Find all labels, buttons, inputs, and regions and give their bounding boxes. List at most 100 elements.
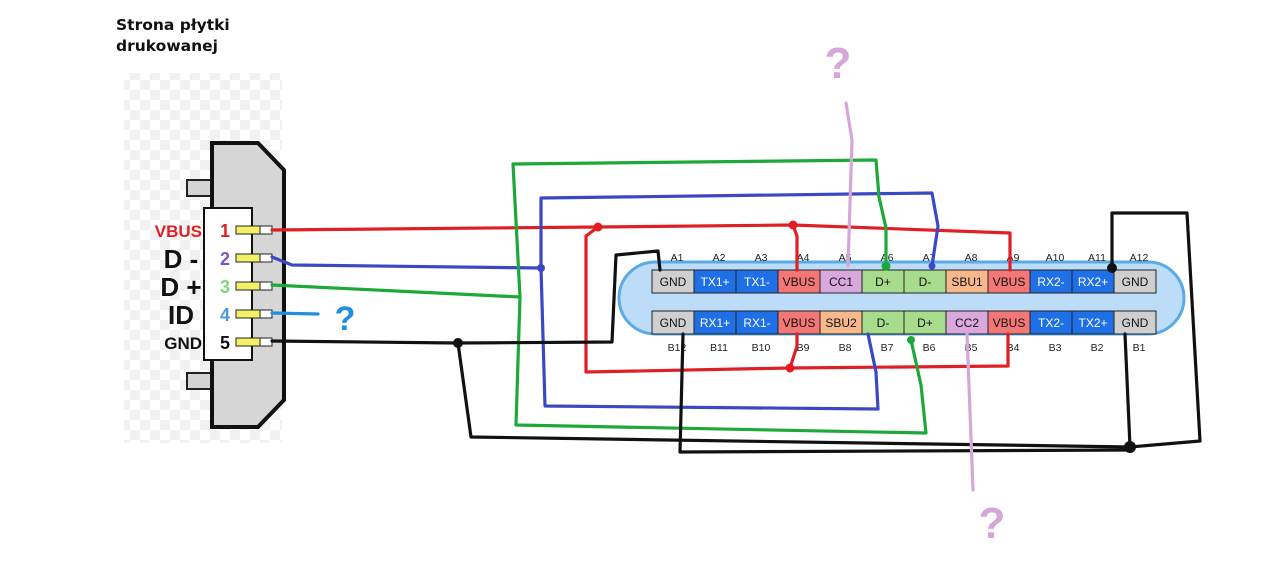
micro-usb-pin-tip	[259, 337, 273, 347]
wire-vbus-to-a9	[791, 223, 1012, 272]
usbc-pin-label: D+	[875, 275, 891, 289]
wire-id-stub	[270, 311, 320, 316]
micro-usb-pin-name: GND	[164, 334, 202, 353]
micro-usb-pin	[235, 281, 261, 291]
micro-usb-pin-name: ID	[168, 300, 194, 330]
junction-dot	[1107, 263, 1117, 273]
wire-dplus-to-b6	[514, 295, 928, 435]
micro-usb-connector	[186, 141, 286, 429]
usbc-pin-number: B7	[881, 342, 894, 354]
micro-usb-pin-tip	[259, 281, 273, 291]
usbc-pin-number: A11	[1088, 252, 1106, 264]
micro-usb-pin	[235, 253, 261, 263]
caption-line-1: Strona płytki	[116, 16, 230, 34]
usbc-pin-label: TX2+	[1078, 316, 1107, 330]
caption-line-2: drukowanej	[116, 37, 218, 55]
wire-dplus-to-a6	[511, 158, 888, 299]
micro-usb-pin-number: 1	[220, 221, 230, 241]
usbc-pin-number: A3	[755, 252, 768, 264]
micro-usb-tab-bottom	[186, 372, 212, 390]
wire-gnd-bottom-run	[456, 341, 1132, 449]
id-question-mark: ?	[335, 300, 356, 338]
diagram-caption: Strona płytki drukowanej	[116, 15, 230, 57]
usbc-pin-label: TX1+	[700, 275, 729, 289]
micro-usb-pin	[235, 337, 261, 347]
usbc-pin-number: A12	[1130, 252, 1149, 264]
wire-gnd-to-b12	[678, 332, 1131, 454]
wire-dplus-micro	[270, 283, 522, 299]
micro-usb-pin-tip	[259, 253, 273, 263]
usbc-pin-cell	[1113, 269, 1157, 294]
usbc-pin-label: CC1	[829, 275, 853, 289]
usbc-pin-label: D-	[877, 316, 890, 330]
usbc-pin-label: GND	[660, 275, 687, 289]
micro-usb-pin-name: VBUS	[155, 222, 202, 241]
usbc-pin-label: D-	[919, 275, 932, 289]
micro-usb-pin-name: D +	[160, 272, 201, 302]
usbc-pin-label: CC2	[955, 316, 979, 330]
usbc-pin-cell	[1113, 310, 1157, 335]
usbc-pin-number: B9	[797, 342, 810, 354]
micro-usb-pin	[235, 225, 261, 235]
junction-dots	[453, 220, 1136, 453]
micro-usb-pin-tip	[259, 225, 273, 235]
cc1-question-mark: ?	[825, 39, 852, 88]
wire-cc2	[965, 332, 975, 492]
junction-dot	[881, 261, 891, 271]
wire-cc1	[844, 101, 854, 268]
wire-dminus-to-b7	[539, 266, 880, 411]
wire-dminus-to-a7	[539, 191, 940, 270]
micro-usb-pin-number: 5	[220, 333, 230, 353]
junction-dot	[537, 264, 545, 272]
usbc-pin-number: A8	[965, 252, 978, 264]
cc2-question-mark: ?	[979, 499, 1006, 548]
usbc-pin-label: RX1-	[743, 316, 770, 330]
usbc-pin-label: TX2-	[1038, 316, 1064, 330]
usbc-pin-number: B6	[923, 342, 936, 354]
usbc-pin-label: TX1-	[744, 275, 770, 289]
usbc-pin-label: D+	[917, 316, 933, 330]
junction-dot	[907, 336, 915, 344]
usbc-pin-label: SBU1	[951, 275, 983, 289]
wire-vbus-to-b9	[584, 225, 799, 374]
junction-dot	[785, 363, 795, 373]
junction-dot	[1124, 441, 1136, 453]
usbc-pin-label: GND	[660, 316, 687, 330]
junction-dot	[593, 222, 603, 232]
usbc-pin-label: GND	[1122, 316, 1149, 330]
usbc-pin-label: VBUS	[993, 275, 1026, 289]
usbc-pin-label: SBU2	[825, 316, 857, 330]
wire-vbus-to-b4	[788, 332, 1010, 370]
wire-dminus-micro	[270, 255, 543, 270]
usbc-pin-label: RX2-	[1037, 275, 1064, 289]
wire-gnd-to-b1	[1123, 332, 1132, 449]
usbc-pin-number: B2	[1091, 342, 1104, 354]
micro-usb-pin-number: 3	[220, 277, 230, 297]
micro-usb-pin-number: 4	[220, 305, 230, 325]
usbc-pin-label: RX1+	[700, 316, 730, 330]
usbc-pin-label: GND	[1122, 275, 1149, 289]
micro-usb-pin-number: 2	[220, 249, 230, 269]
junction-dot	[788, 220, 798, 230]
usbc-pin-number: B10	[752, 342, 771, 354]
usbc-pin-number: A1	[671, 252, 684, 264]
usbc-pin-label: VBUS	[993, 316, 1026, 330]
usbc-pin-number: B4	[1007, 342, 1020, 354]
micro-usb-pin-name: D -	[164, 244, 199, 274]
usbc-pin-label: VBUS	[783, 275, 816, 289]
usbc-pin-number: B3	[1049, 342, 1062, 354]
usbc-pin-number: A4	[797, 252, 810, 264]
usbc-pin-label: RX2+	[1078, 275, 1108, 289]
wire-gnd-to-a12	[1110, 211, 1202, 449]
micro-usb-pin	[235, 309, 261, 319]
wire-gnd-to-a1	[270, 249, 662, 345]
usbc-pin-number: B1	[1133, 342, 1146, 354]
junction-dot	[453, 338, 463, 348]
usbc-pin-number: B8	[839, 342, 852, 354]
usbc-pin-number: A10	[1046, 252, 1065, 264]
micro-usb-tab-top	[186, 179, 212, 197]
junction-dot	[928, 262, 936, 270]
micro-usb-pin-tip	[259, 309, 273, 319]
usbc-pin-number: A2	[713, 252, 726, 264]
